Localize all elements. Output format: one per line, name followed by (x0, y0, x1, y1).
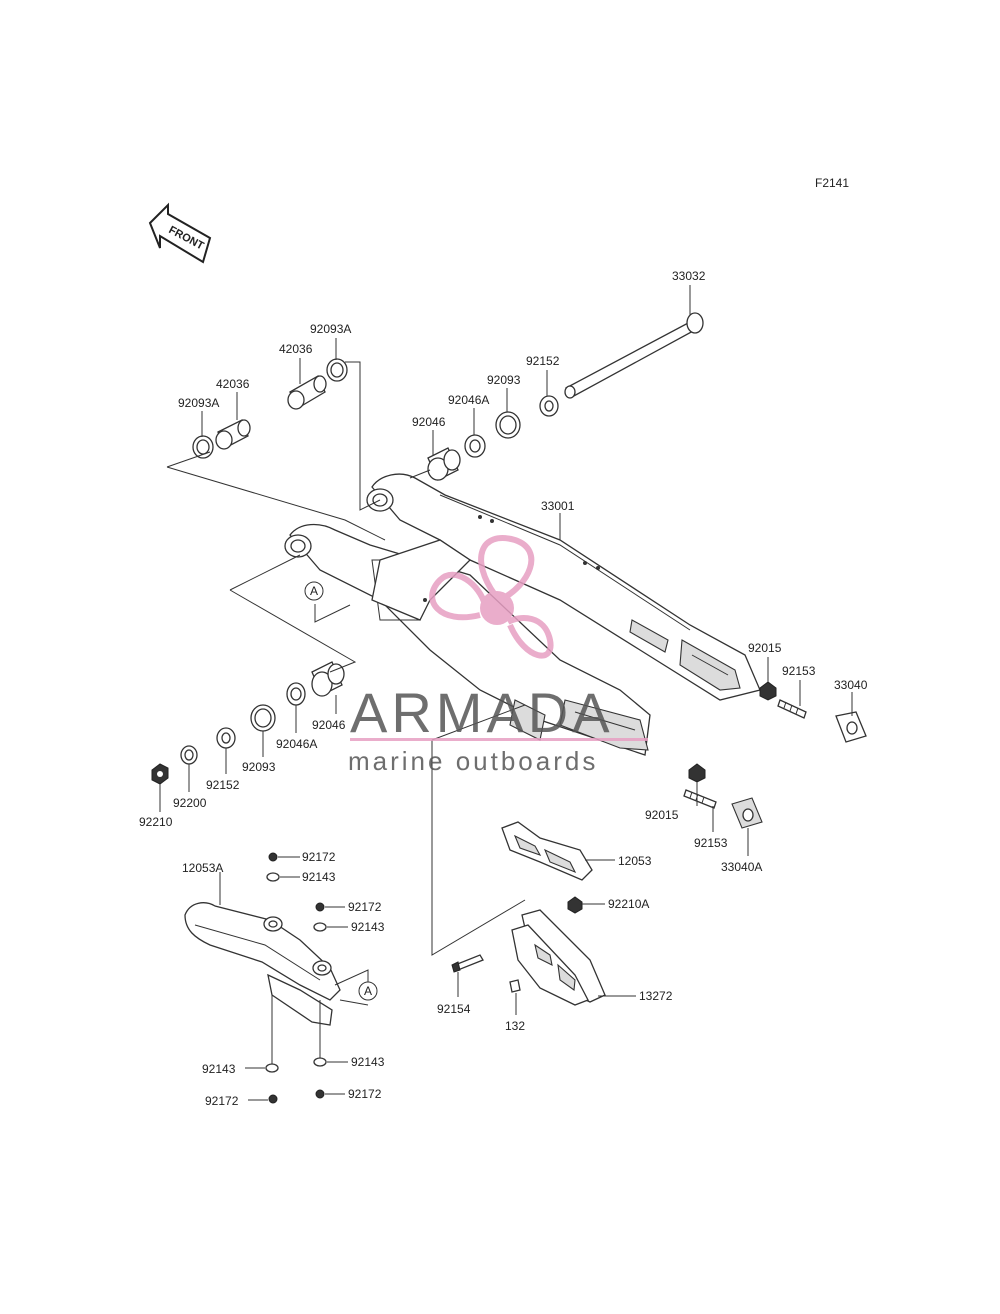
label-92152-bottom: 92152 (206, 778, 240, 792)
part-labels: 33032 92093A 42036 42036 92093A 92152 92… (139, 269, 868, 1108)
label-12053A: 12053A (182, 861, 223, 875)
figure-code: F2141 (815, 176, 849, 190)
label-92093A-top: 92093A (310, 322, 351, 336)
label-92172-3: 92172 (205, 1094, 239, 1108)
watermark-brand: ARMADA (350, 681, 614, 744)
label-92153-mid: 92153 (694, 836, 728, 850)
label-33032: 33032 (672, 269, 706, 283)
front-arrow-icon: FRONT (148, 202, 212, 264)
watermark-tagline: marine outboards (348, 746, 598, 776)
watermark: ARMADA marine outboards (348, 535, 648, 776)
label-92153-right: 92153 (782, 664, 816, 678)
upper-bearing-group (192, 358, 559, 481)
label-92093-bottom: 92093 (242, 760, 276, 774)
label-92046A-top: 92046A (448, 393, 489, 407)
slider-fasteners (265, 852, 327, 1104)
label-13272: 13272 (639, 989, 673, 1003)
label-92046-bottom: 92046 (312, 718, 346, 732)
label-12053: 12053 (618, 854, 652, 868)
label-92200: 92200 (173, 796, 207, 810)
label-33001: 33001 (541, 499, 575, 513)
ref-marker-a-upper: A (304, 581, 324, 601)
label-92210: 92210 (139, 815, 173, 829)
chain-slider-12053A (184, 902, 341, 1026)
propeller-logo-icon (429, 535, 554, 659)
swingarm-33001 (284, 473, 761, 756)
label-92172-2: 92172 (348, 900, 382, 914)
chain-guide-12053 (501, 821, 593, 881)
label-132: 132 (505, 1019, 525, 1033)
label-92143-1: 92143 (302, 870, 336, 884)
label-33040: 33040 (834, 678, 868, 692)
label-92015-right: 92015 (748, 641, 782, 655)
axle-adjusters (683, 681, 867, 829)
label-42036-left: 42036 (216, 377, 250, 391)
ref-marker-a-lower: A (358, 981, 378, 1001)
ref-marker-a-lower-label: A (364, 984, 372, 998)
label-33040A: 33040A (721, 860, 762, 874)
label-92172-1: 92172 (302, 850, 336, 864)
label-92143-3: 92143 (202, 1062, 236, 1076)
label-92210A: 92210A (608, 897, 649, 911)
label-92046A-bottom: 92046A (276, 737, 317, 751)
label-92143-4: 92143 (351, 1055, 385, 1069)
label-92093-top: 92093 (487, 373, 521, 387)
label-92015-mid: 92015 (645, 808, 679, 822)
chain-guard-13272 (451, 896, 606, 1006)
label-42036-top: 42036 (279, 342, 313, 356)
label-92093A-left: 92093A (178, 396, 219, 410)
label-92143-2: 92143 (351, 920, 385, 934)
ref-marker-a-upper-label: A (310, 584, 318, 598)
label-92154: 92154 (437, 1002, 471, 1016)
label-92046-top: 92046 (412, 415, 446, 429)
label-92172-4: 92172 (348, 1087, 382, 1101)
pivot-shaft-33032 (564, 312, 704, 399)
label-92152-top: 92152 (526, 354, 560, 368)
